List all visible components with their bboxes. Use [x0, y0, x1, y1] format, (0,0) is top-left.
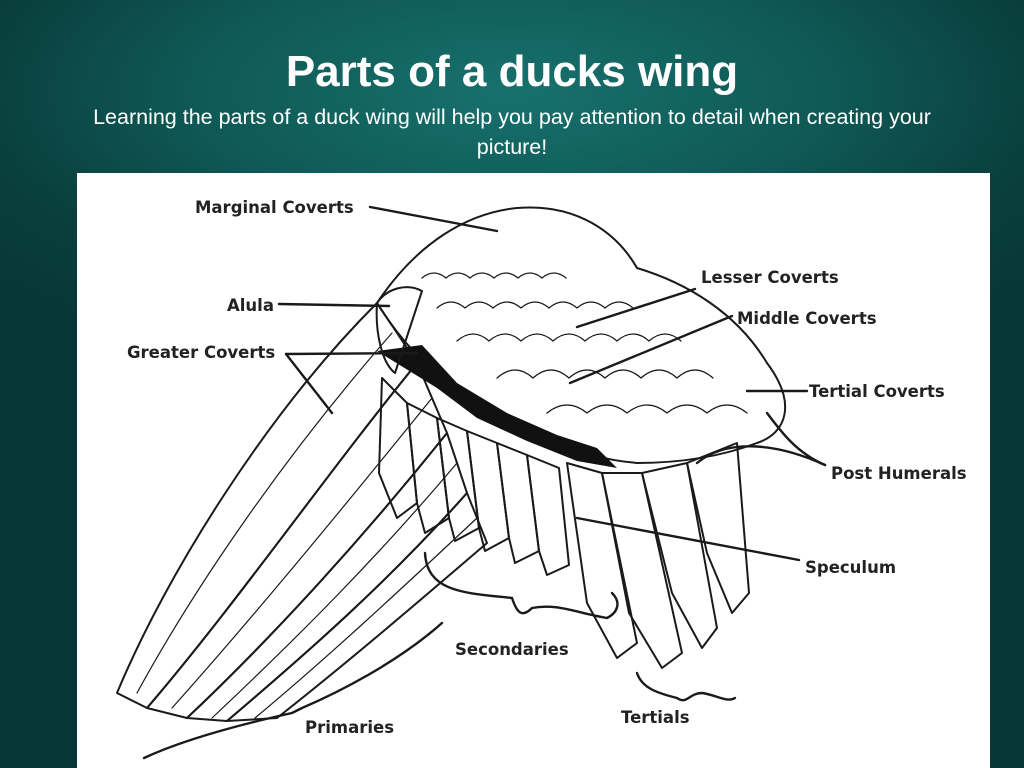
- label-tertials: Tertials: [621, 708, 690, 727]
- label-lesser-coverts: Lesser Coverts: [701, 268, 839, 287]
- label-alula: Alula: [227, 296, 274, 315]
- label-primaries: Primaries: [305, 718, 394, 737]
- alula-feather: [375, 286, 423, 374]
- covert-feathers: [376, 206, 786, 468]
- slide-subtitle: Learning the parts of a duck wing will h…: [93, 105, 931, 159]
- tertial-feathers: [566, 442, 750, 669]
- wing-diagram-panel: Marginal Coverts Alula Greater Coverts L…: [77, 173, 990, 768]
- label-marginal-coverts: Marginal Coverts: [195, 198, 354, 217]
- label-post-humerals: Post Humerals: [831, 464, 967, 483]
- label-greater-coverts: Greater Coverts: [127, 343, 275, 362]
- wing-diagram: Marginal Coverts Alula Greater Coverts L…: [116, 198, 967, 760]
- label-middle-coverts: Middle Coverts: [737, 309, 877, 328]
- label-tertial-coverts: Tertial Coverts: [809, 382, 945, 401]
- leader-lines: [277, 205, 827, 562]
- label-speculum: Speculum: [805, 558, 896, 577]
- secondary-feathers: [378, 377, 570, 576]
- primary-feathers: [116, 302, 488, 722]
- label-secondaries: Secondaries: [455, 640, 569, 659]
- slide-title: Parts of a ducks wing: [285, 47, 739, 96]
- brackets: [142, 551, 737, 760]
